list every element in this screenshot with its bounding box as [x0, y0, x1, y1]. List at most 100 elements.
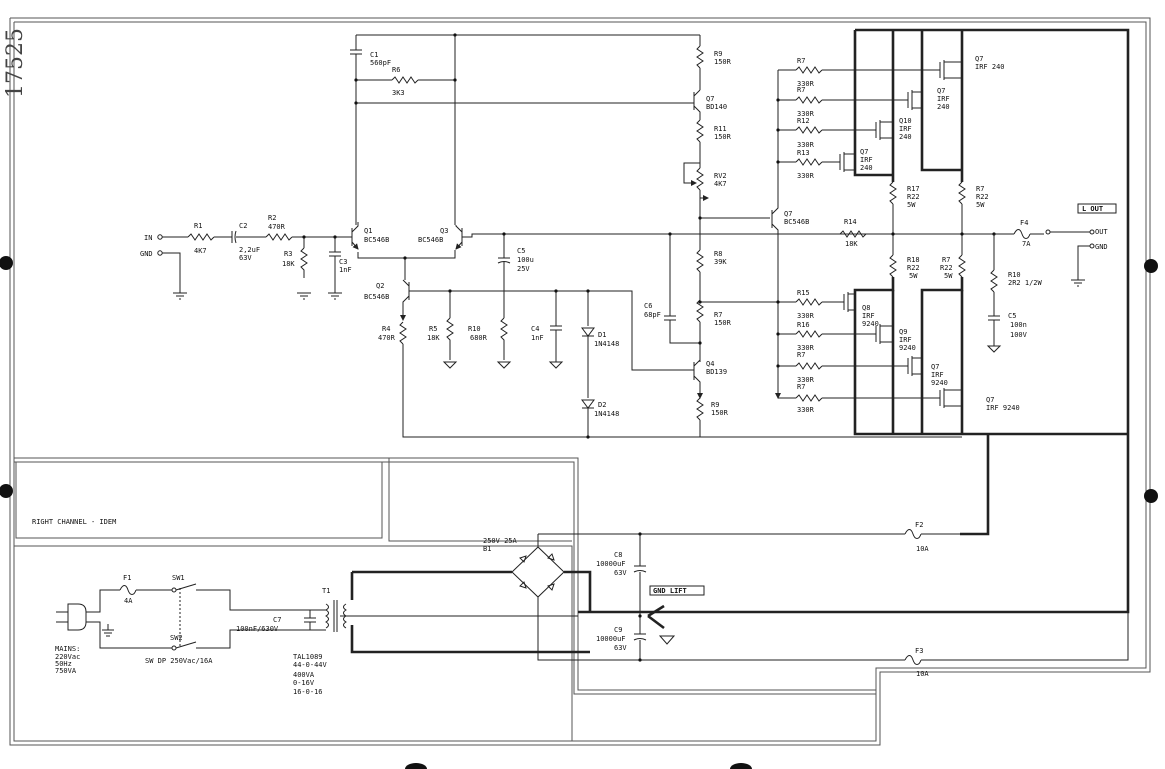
mosfet-q8-irf9240: [843, 292, 855, 312]
svg-text:GND LIFT: GND LIFT: [653, 587, 687, 595]
transformer-t1-primary: [325, 603, 329, 629]
svg-text:4K7: 4K7: [194, 247, 207, 255]
svg-text:F4: F4: [1020, 219, 1028, 227]
ground-symbol: [173, 292, 187, 300]
svg-text:C8: C8: [614, 551, 622, 559]
svg-text:Q7: Q7: [986, 396, 994, 404]
svg-text:100n: 100n: [1010, 321, 1027, 329]
svg-text:1nF: 1nF: [339, 266, 352, 274]
svg-text:SW2: SW2: [170, 634, 183, 642]
resistor-r2: [265, 233, 293, 241]
mosfet-q7-irf240-a: [939, 60, 962, 80]
svg-text:10000uF: 10000uF: [596, 560, 626, 568]
svg-text:330R: 330R: [797, 376, 815, 384]
mosfet-q9-irf9240: [875, 324, 893, 344]
svg-text:39K: 39K: [714, 258, 727, 266]
svg-text:SW1: SW1: [172, 574, 185, 582]
svg-text:R7: R7: [797, 86, 805, 94]
output-mosfets-p: Q8 IRF 9240 Q9 IRF 9240 Q7 IRF 9240 Q7 I…: [843, 277, 1128, 536]
svg-text:680R: 680R: [470, 334, 488, 342]
svg-text:TAL1089: TAL1089: [293, 653, 323, 661]
binder-hole-right-bottom: [1144, 489, 1158, 503]
binder-hole-bottom-right: [730, 763, 752, 769]
svg-text:5W: 5W: [944, 272, 953, 280]
resistor-r15: [795, 298, 823, 306]
mains-plug: [67, 603, 87, 631]
svg-text:R18: R18: [907, 256, 920, 264]
svg-text:Q7: Q7: [931, 363, 939, 371]
output-section: L OUT OUT GND F4 7A R10 2R2 1/2W C5 100n…: [986, 203, 1117, 353]
switch-sw2[interactable]: [171, 645, 177, 651]
svg-text:5W: 5W: [909, 272, 918, 280]
out-terminal[interactable]: [1089, 229, 1095, 235]
svg-text:BC546B: BC546B: [784, 218, 809, 226]
gnd-terminal-label: GND: [140, 250, 153, 258]
svg-text:R10: R10: [468, 325, 481, 333]
gnd-out-terminal[interactable]: [1089, 243, 1095, 249]
svg-text:100V: 100V: [1010, 331, 1028, 339]
gate-resistors-bottom: R15 330R R16 330R R7 330R R7 330R: [776, 289, 940, 414]
svg-text:18K: 18K: [282, 260, 295, 268]
svg-text:330R: 330R: [797, 406, 815, 414]
svg-text:B1: B1: [483, 545, 491, 553]
binder-hole-bottom-left: [405, 763, 427, 769]
mosfet-q7-irf9240-b: [939, 388, 962, 408]
handwritten-id: 17525: [3, 28, 28, 98]
source-resistors: R17 R22 5W R7 R22 5W R18 R22 5W R7 R22 5…: [839, 181, 996, 280]
svg-text:Q3: Q3: [440, 227, 448, 235]
svg-text:4K7: 4K7: [714, 180, 727, 188]
svg-text:R22: R22: [907, 193, 920, 201]
svg-text:5W: 5W: [907, 201, 916, 209]
in-terminal[interactable]: [157, 234, 163, 240]
svg-text:Q7: Q7: [706, 95, 714, 103]
diode-d1: [581, 327, 595, 337]
gnd-lift-box: [649, 585, 705, 596]
sheet-border: [9, 17, 1151, 746]
svg-text:63V: 63V: [614, 569, 627, 577]
binder-hole-left-top: [0, 256, 13, 270]
svg-text:BD140: BD140: [706, 103, 727, 111]
svg-text:R7: R7: [942, 256, 950, 264]
svg-text:R17: R17: [907, 185, 920, 193]
svg-text:240: 240: [899, 133, 912, 141]
svg-text:18K: 18K: [427, 334, 440, 342]
resistor-r1: [187, 233, 215, 241]
svg-text:Q7: Q7: [784, 210, 792, 218]
svg-text:R15: R15: [797, 289, 810, 297]
resistor-r14: [839, 230, 867, 238]
svg-text:63V: 63V: [614, 644, 627, 652]
fuse-f2: [904, 529, 922, 539]
svg-text:1N4148: 1N4148: [594, 340, 619, 348]
svg-text:150R: 150R: [714, 133, 732, 141]
svg-text:R12: R12: [797, 117, 810, 125]
resistor-r7-source-2: [958, 254, 966, 278]
resistor-r9-top: [696, 45, 704, 69]
svg-text:IRF: IRF: [862, 312, 875, 320]
svg-text:C9: C9: [614, 626, 622, 634]
svg-text:R9: R9: [714, 50, 722, 58]
svg-text:18K: 18K: [845, 240, 858, 248]
svg-text:470R: 470R: [268, 223, 286, 231]
svg-text:C1: C1: [370, 51, 378, 59]
svg-text:C5: C5: [517, 247, 525, 255]
gnd-terminal[interactable]: [157, 250, 163, 256]
svg-text:Q9: Q9: [899, 328, 907, 336]
mosfet-q7-irf240-c: [839, 152, 855, 172]
svg-text:R7: R7: [714, 311, 722, 319]
svg-text:2R2 1/2W: 2R2 1/2W: [1008, 279, 1043, 287]
svg-text:R11: R11: [714, 125, 727, 133]
svg-text:R13: R13: [797, 149, 810, 157]
svg-text:10000uF: 10000uF: [596, 635, 626, 643]
transformer-t1-secondary: [343, 603, 347, 629]
svg-text:240: 240: [860, 164, 873, 172]
capacitor-c2: [234, 230, 237, 244]
svg-text:100nF/630V: 100nF/630V: [236, 625, 279, 633]
switch-sw1[interactable]: [171, 587, 177, 593]
svg-text:470R: 470R: [378, 334, 396, 342]
svg-text:150R: 150R: [711, 409, 729, 417]
resistor-r10-zobel: [990, 269, 998, 293]
mosfet-q7-irf240-b: [907, 90, 922, 110]
svg-text:BC546B: BC546B: [364, 293, 389, 301]
svg-text:F3: F3: [915, 647, 923, 655]
svg-text:R2: R2: [268, 214, 276, 222]
